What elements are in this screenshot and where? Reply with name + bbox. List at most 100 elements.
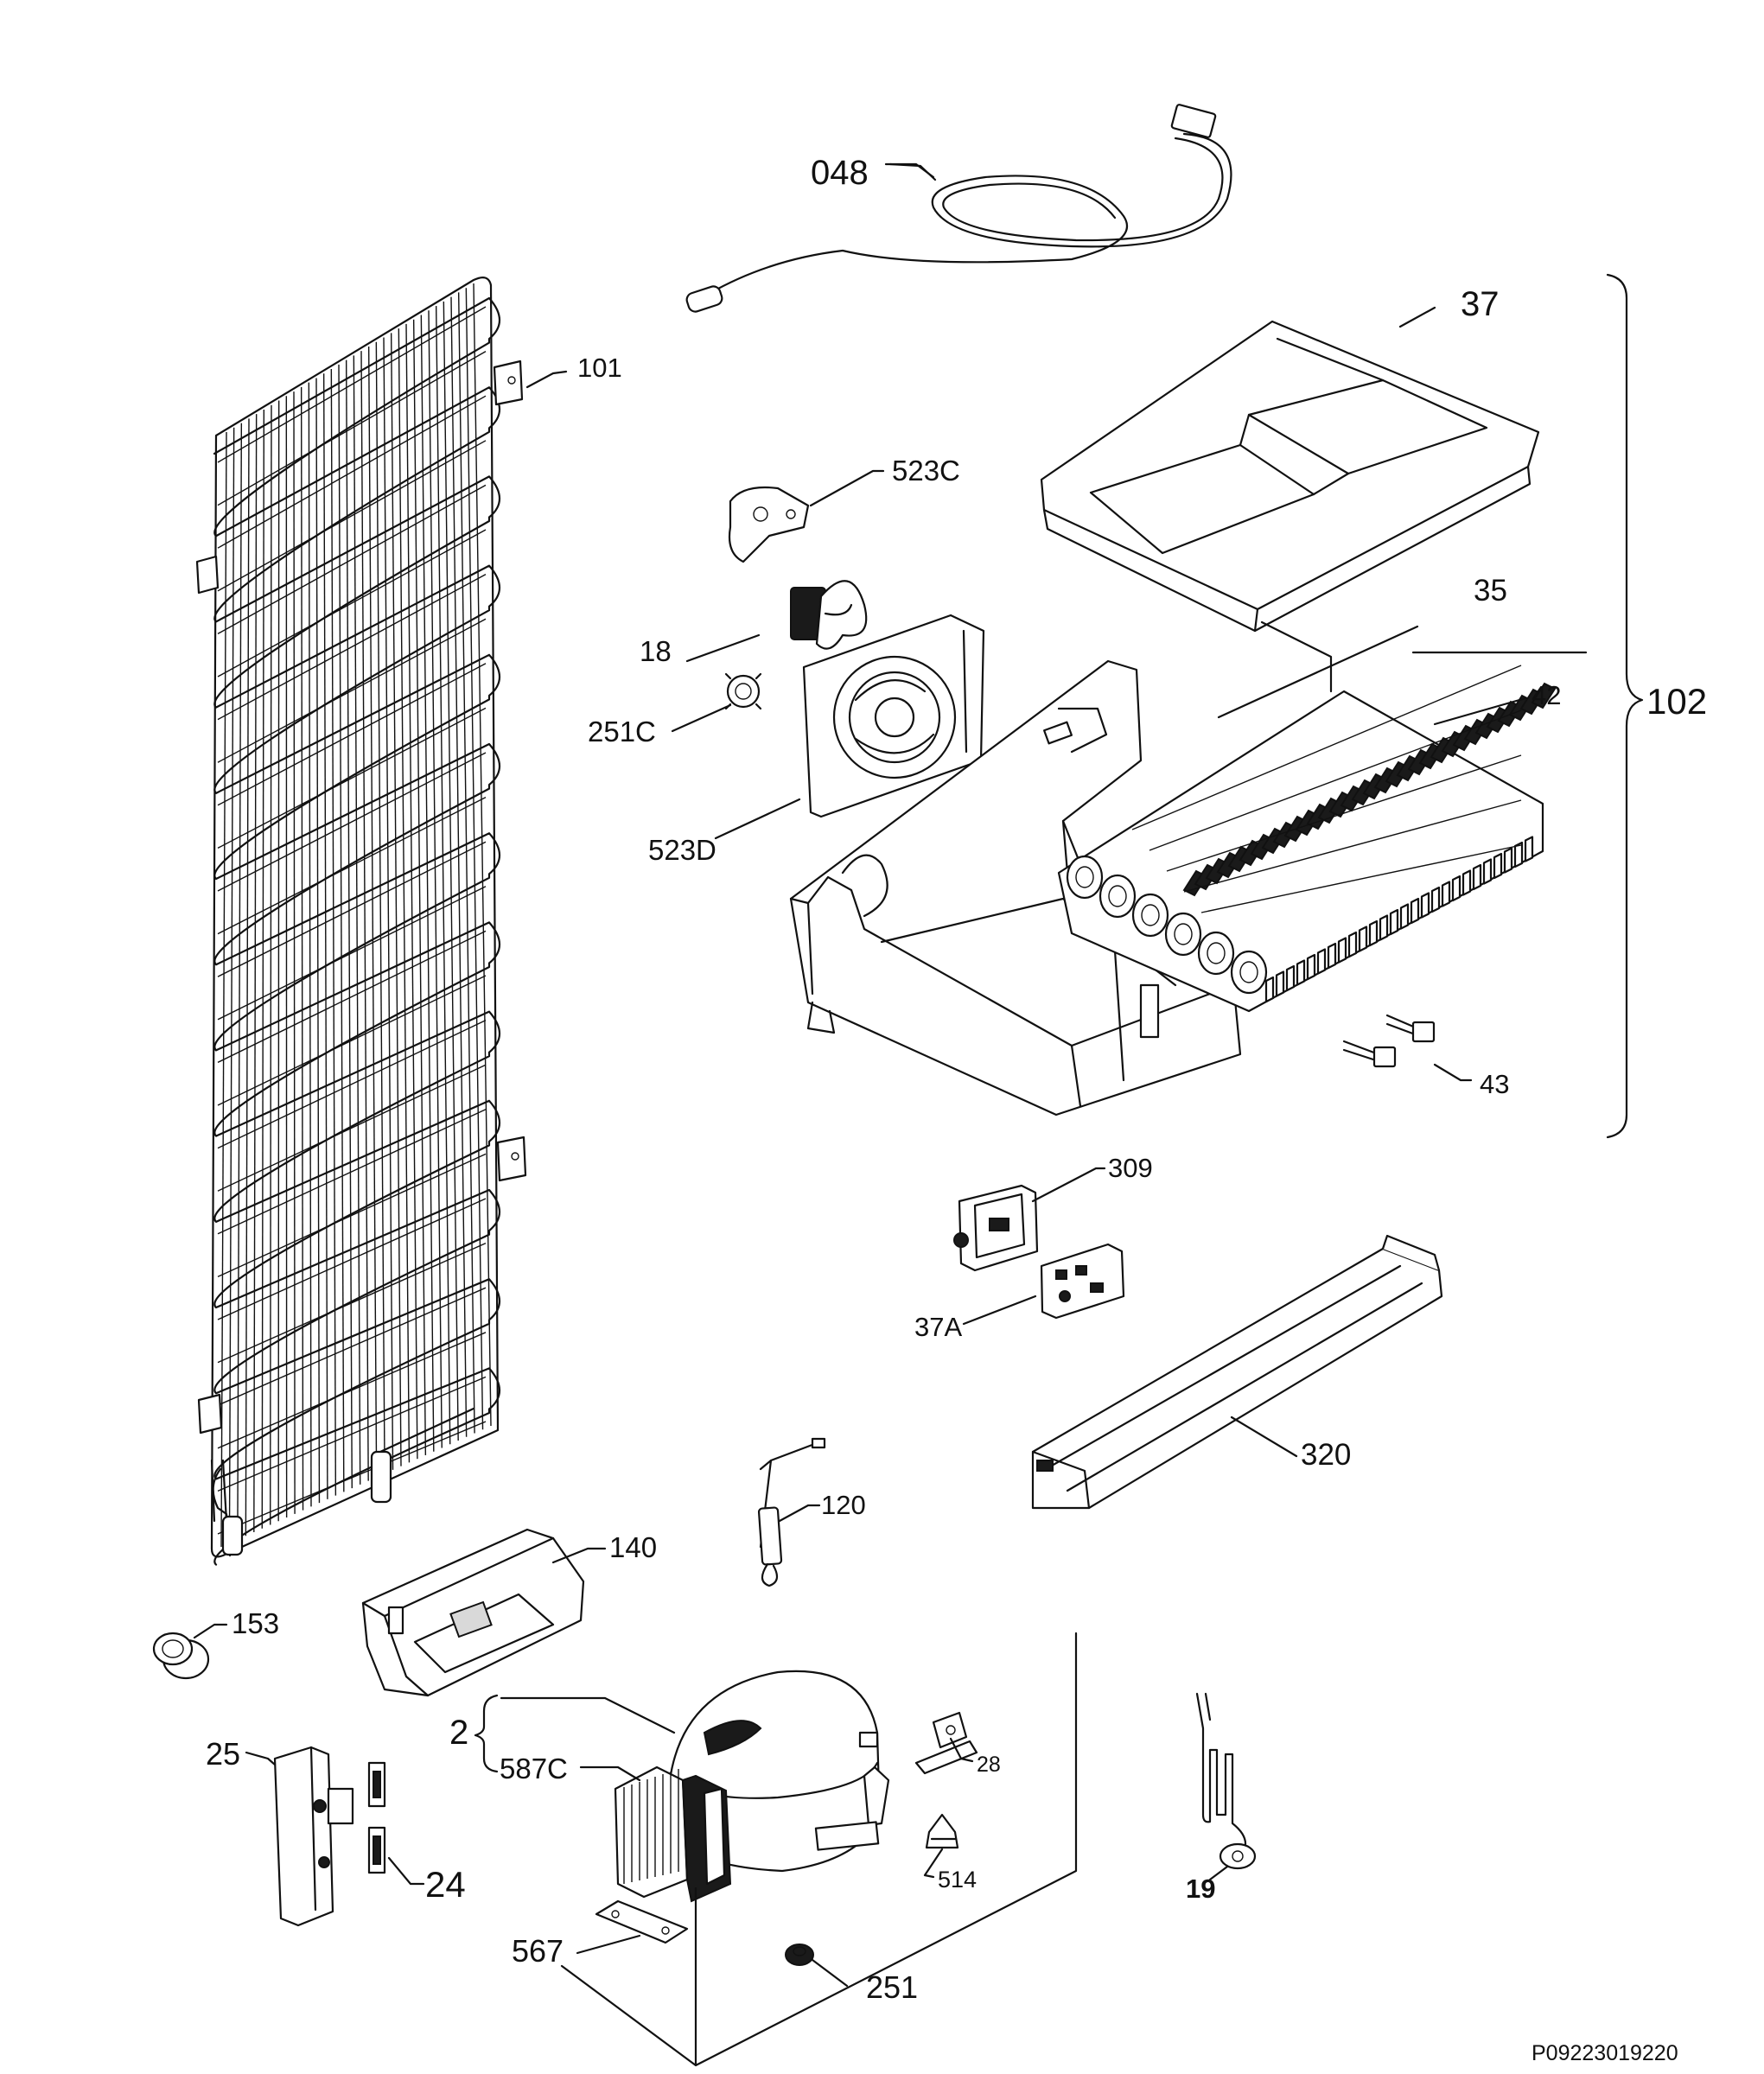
condenser-wire	[245, 418, 250, 1536]
electrical-housing	[273, 1746, 354, 1927]
label-19: 19	[1186, 1874, 1215, 1904]
evaporator-fin-lower	[1482, 858, 1493, 885]
evaporator-fin-lower	[1513, 841, 1524, 868]
sensor-cable	[685, 104, 1232, 313]
label-2: 2	[449, 1714, 468, 1752]
evaporator-fin-lower	[1430, 886, 1441, 913]
condenser-wire	[360, 351, 369, 1481]
leader-lines	[193, 162, 1588, 1988]
evaporator-fin-lower	[1420, 892, 1430, 919]
condenser-wire	[375, 341, 385, 1474]
evaporator-fin-lower	[1451, 875, 1462, 902]
evaporator-fin-lower	[1285, 964, 1296, 992]
condenser-wire	[308, 382, 312, 1507]
evaporator-fin-lower	[1358, 926, 1368, 952]
evaporator-fin-lower	[1368, 919, 1379, 947]
fan-motor	[790, 580, 868, 650]
condenser-coil	[195, 276, 527, 1566]
evaporator-tube-run	[1166, 754, 1522, 872]
evaporator-fin-lower	[1347, 931, 1358, 958]
evaporator-fin-lower	[1337, 937, 1347, 964]
label-101: 101	[577, 353, 622, 383]
label-37A: 37A	[914, 1312, 962, 1342]
small-nut	[724, 672, 762, 710]
condenser-wire	[330, 369, 337, 1496]
label-18: 18	[640, 635, 672, 667]
drip-tray	[361, 1528, 585, 1697]
starter-relay	[614, 1765, 732, 1903]
evaporator-loop	[1066, 855, 1104, 900]
compressor-bracket-outline	[560, 1632, 1078, 2067]
label-251: 251	[866, 1969, 918, 2005]
evaporator-loop	[1197, 931, 1235, 976]
condenser-wire	[473, 283, 492, 1427]
evaporator-fin-lower	[1275, 970, 1285, 997]
label-514: 514	[938, 1867, 977, 1893]
condenser-wire	[383, 337, 394, 1470]
connector-pair	[1342, 1014, 1436, 1068]
condenser-wire	[293, 391, 296, 1514]
heater-cable	[1195, 1692, 1257, 1870]
label-42: 42	[1532, 680, 1561, 710]
label-567: 567	[512, 1933, 564, 1969]
label-24: 24	[425, 1864, 466, 1905]
evaporator-fin-lower	[1327, 942, 1337, 970]
label-309: 309	[1108, 1153, 1153, 1183]
label-43: 43	[1480, 1069, 1509, 1099]
evaporator-fin-lower	[1264, 976, 1275, 1003]
condenser-wire	[420, 315, 435, 1452]
evaporator-tube-run	[1131, 665, 1522, 830]
condenser-wire	[443, 301, 459, 1441]
evaporator-loop-inner	[1207, 942, 1226, 964]
label-35: 35	[1474, 574, 1507, 608]
evaporator-loop-inner	[1239, 961, 1258, 983]
evaporator-fin-lower	[1379, 914, 1389, 941]
fan-bracket	[728, 486, 810, 563]
evaporator-fin-lower	[1306, 953, 1316, 981]
condenser-wire	[367, 346, 378, 1478]
evaporator-fin-lower	[1316, 948, 1327, 975]
evaporator-cover	[1040, 320, 1540, 633]
label-28: 28	[977, 1753, 1001, 1777]
evaporator-fin-lower	[1472, 863, 1482, 891]
condenser-wire	[338, 364, 345, 1492]
part-labels: 048 101 37 523C 18 35 42 102 251C 523D 4…	[206, 154, 1707, 2065]
evaporator-loop-inner	[1141, 904, 1160, 926]
evaporator-loop	[1230, 950, 1268, 995]
mounting-clip	[914, 1711, 978, 1775]
condenser-tube	[213, 296, 501, 1566]
condenser-wire	[465, 288, 484, 1430]
label-25: 25	[206, 1736, 240, 1772]
label-140: 140	[609, 1531, 657, 1563]
label-37: 37	[1461, 285, 1500, 323]
door-bar	[1031, 1234, 1443, 1510]
evaporator-loop	[1099, 874, 1137, 919]
control-board	[953, 1184, 1039, 1272]
label-153: 153	[232, 1607, 279, 1639]
condenser-wire	[261, 409, 265, 1529]
temperature-probe	[757, 1437, 826, 1587]
condenser-wire	[300, 386, 304, 1511]
label-048: 048	[811, 154, 869, 192]
evaporator-tube-run	[1200, 844, 1522, 913]
figure-code: P09223019220	[1532, 2041, 1678, 2065]
rubber-grommet	[925, 1813, 959, 1849]
condenser-wire	[353, 355, 361, 1485]
condenser-wire	[253, 414, 258, 1533]
label-102: 102	[1646, 681, 1707, 722]
condenser-wire	[435, 306, 451, 1445]
condenser-wire	[457, 292, 475, 1434]
control-module	[1040, 1243, 1125, 1320]
evaporator-tube-run	[1149, 709, 1522, 851]
evaporator-tube-run	[1183, 799, 1522, 893]
condenser-wire	[345, 359, 353, 1489]
label-120: 120	[821, 1490, 866, 1520]
evaporator-fin-lower	[1524, 836, 1534, 862]
evaporator-loop-inner	[1174, 923, 1193, 945]
label-251C: 251C	[588, 716, 656, 748]
evaporator-fin-lower	[1389, 908, 1399, 936]
evaporator-fin	[1531, 682, 1557, 709]
evaporator-fin-lower	[1410, 897, 1420, 925]
